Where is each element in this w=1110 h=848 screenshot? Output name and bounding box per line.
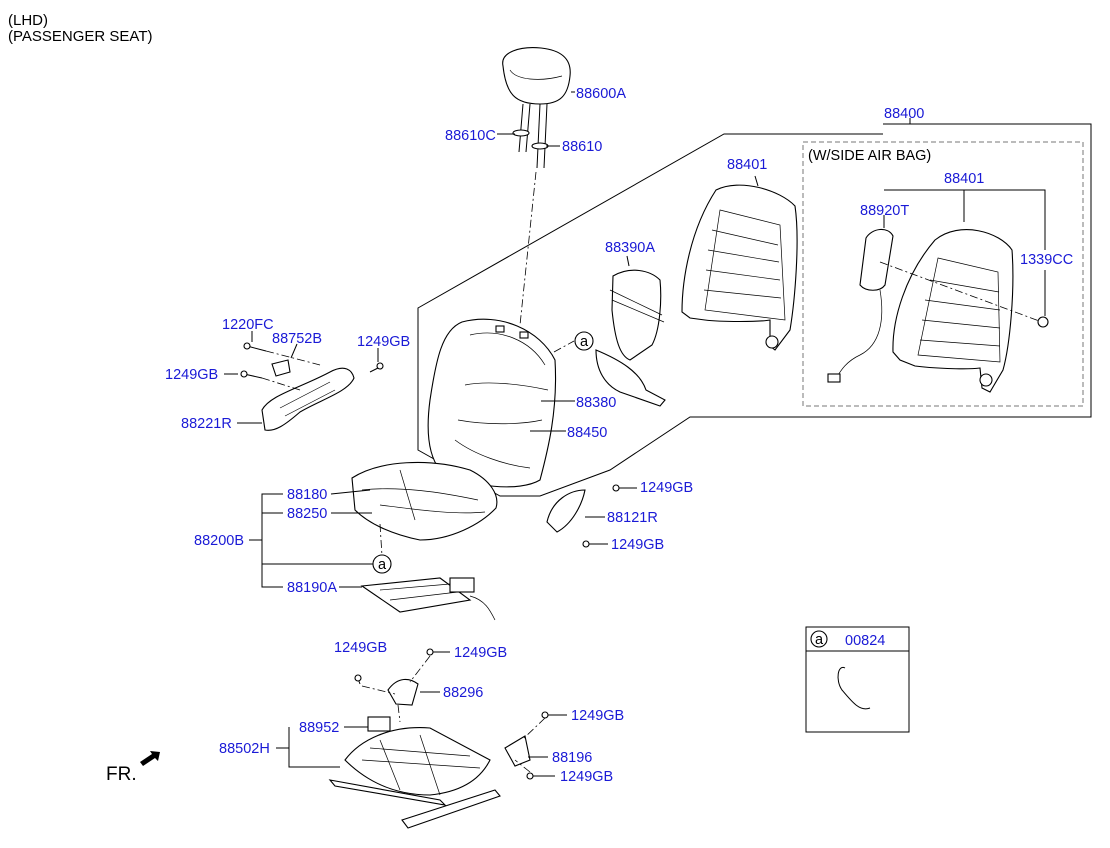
label-1249GB-h: 1249GB xyxy=(560,769,613,785)
label-88121R: 88121R xyxy=(607,510,658,526)
module-88952 xyxy=(367,716,391,732)
bolts-lower xyxy=(354,648,567,780)
seat-back-frame-left xyxy=(681,184,798,351)
label-1249GB-c: 1249GB xyxy=(640,480,693,496)
label-88380: 88380 xyxy=(576,395,616,411)
bracket-88196 xyxy=(504,735,531,767)
label-88401-left: 88401 xyxy=(727,157,767,173)
label-88221R: 88221R xyxy=(181,416,232,432)
side-cover-part xyxy=(546,489,586,533)
front-arrow-icon xyxy=(140,751,160,766)
label-88296: 88296 xyxy=(443,685,483,701)
label-1339CC: 1339CC xyxy=(1020,252,1073,268)
seat-cushion-cover xyxy=(351,461,498,541)
label-88600A: 88600A xyxy=(576,86,626,102)
legend-ref-a: a xyxy=(815,632,824,648)
label-1249GB-f: 1249GB xyxy=(454,645,507,661)
label-88190A: 88190A xyxy=(287,580,337,596)
back-pad-part xyxy=(595,269,666,407)
headrest-part xyxy=(502,47,571,169)
ref-a-upper: a xyxy=(580,334,589,350)
bolts-side-trim xyxy=(240,342,384,379)
label-88952: 88952 xyxy=(299,720,339,736)
label-88502H: 88502H xyxy=(219,741,270,757)
seat-track-frame xyxy=(328,727,501,829)
label-1249GB-e: 1249GB xyxy=(334,640,387,656)
legend-part-00824: 00824 xyxy=(845,633,885,649)
side-airbag-box xyxy=(802,141,1084,407)
bracket-88296 xyxy=(387,678,419,706)
side-shield-part xyxy=(261,359,355,431)
front-direction-label: FR. xyxy=(106,764,137,785)
label-88401-right: 88401 xyxy=(944,171,984,187)
side-airbag-module xyxy=(827,228,894,383)
label-88180: 88180 xyxy=(287,487,327,503)
ref-a-lower: a xyxy=(378,557,387,573)
seat-back-frame-right xyxy=(892,229,1014,393)
label-side-airbag: (W/SIDE AIR BAG) xyxy=(808,148,931,164)
label-88450: 88450 xyxy=(567,425,607,441)
label-1249GB-g: 1249GB xyxy=(571,708,624,724)
label-88400: 88400 xyxy=(884,106,924,122)
ref-circle-lower xyxy=(372,554,392,574)
label-88200B: 88200B xyxy=(194,533,244,549)
nut-1339cc xyxy=(1037,316,1049,328)
group-88400-outline xyxy=(417,123,1092,497)
cushion-pad-part xyxy=(360,577,496,621)
label-1220FC: 1220FC xyxy=(222,317,274,333)
clip-00824-icon xyxy=(837,666,871,710)
label-88610: 88610 xyxy=(562,139,602,155)
ref-circle-upper xyxy=(574,331,594,351)
label-1249GB-b: 1249GB xyxy=(165,367,218,383)
label-88610C: 88610C xyxy=(445,128,496,144)
header-passenger-seat: (PASSENGER SEAT) xyxy=(8,28,153,45)
label-88390A: 88390A xyxy=(605,240,655,256)
label-88752B: 88752B xyxy=(272,331,322,347)
header-lhd: (LHD) xyxy=(8,12,48,29)
label-1249GB-d: 1249GB xyxy=(611,537,664,553)
label-88196: 88196 xyxy=(552,750,592,766)
label-88250: 88250 xyxy=(287,506,327,522)
label-88920T: 88920T xyxy=(860,203,909,219)
seat-back-cover xyxy=(427,318,557,488)
legend-box: a 00824 xyxy=(805,626,910,733)
label-1249GB-a: 1249GB xyxy=(357,334,410,350)
